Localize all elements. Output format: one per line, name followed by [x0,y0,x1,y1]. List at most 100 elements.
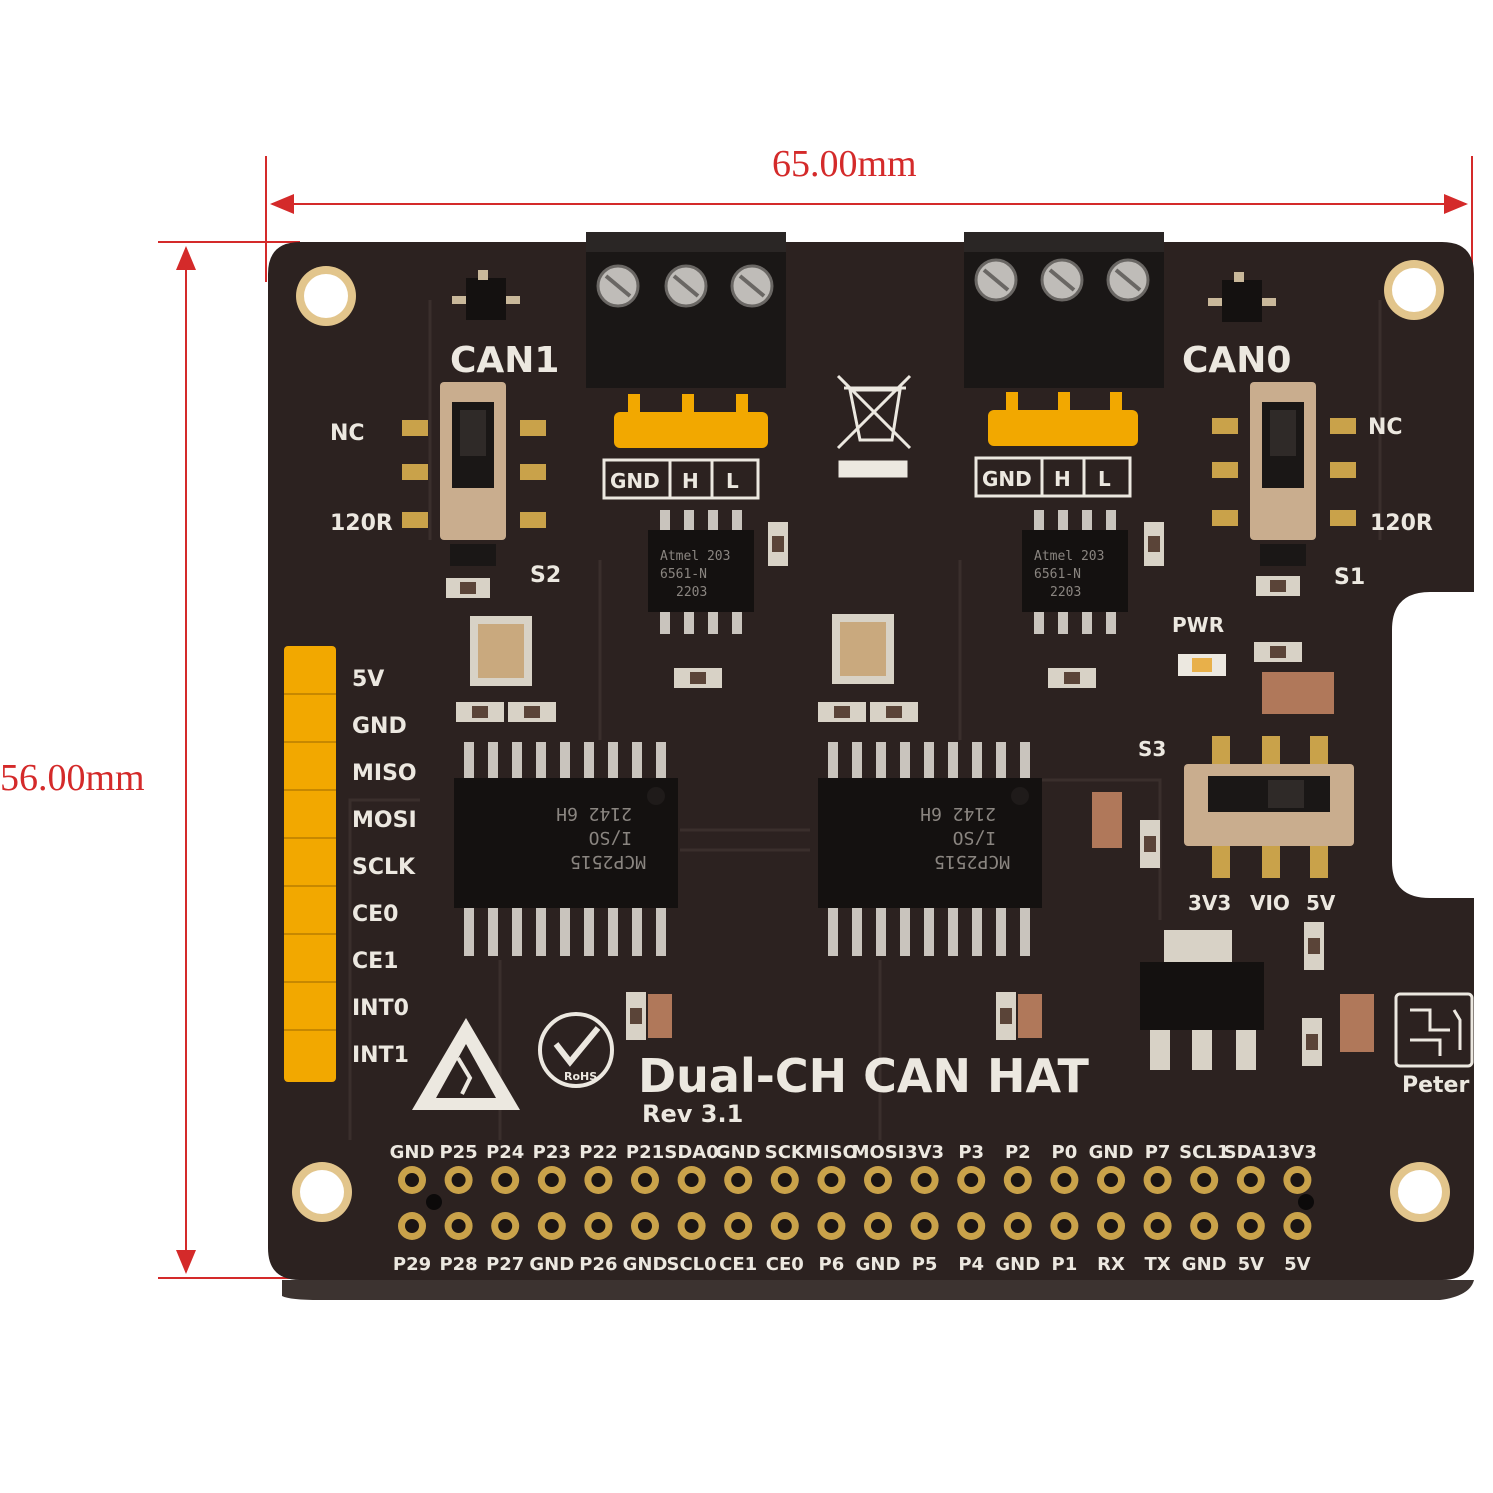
gpio-pad [491,1166,520,1194]
gpio-pad [537,1166,566,1194]
gpio-top-label: SDA0 [664,1142,718,1163]
svg-text:6561-N: 6561-N [660,567,707,582]
gpio-pad [770,1212,799,1240]
side-header-labels: 5V GND MISO MOSI SCLK CE0 CE1 INT0 INT1 [352,667,417,1068]
gpio-pad [910,1212,939,1240]
gpio-pad [584,1212,613,1240]
gpio-top-label: MISO [805,1142,858,1163]
side-label-int0: INT0 [352,996,409,1021]
can1-gnd-label: GND [610,469,660,493]
gpio-pad [957,1166,986,1194]
gpio-pad [770,1166,799,1194]
voltage-select-switch-s3 [1184,736,1354,878]
svg-text:MCP2515: MCP2515 [570,851,646,872]
gpio-top-label: GND [1089,1142,1134,1163]
gpio-pad [864,1212,892,1240]
gpio-pad [1050,1212,1079,1240]
mounting-holes [292,260,1450,1222]
transceiver-can1: Atmel 203 6561-N 2203 [648,510,754,634]
gpio-pad [398,1166,426,1194]
gpio-top-label: P25 [439,1142,477,1163]
gpio-pad [398,1212,426,1240]
gpio-top-label: SDA1 [1224,1142,1278,1163]
gpio-bottom-label: GND [1182,1254,1227,1275]
esd-warning-icon [412,1018,520,1110]
dimension-lines [158,156,1473,1279]
can0-h-label: H [1054,467,1071,491]
gpio-bottom-label: P27 [486,1254,524,1275]
designer-logo [1394,992,1474,1068]
gpio-pad [677,1166,706,1194]
gpio-bottom-label: SCL0 [667,1254,717,1275]
gpio-pad [1143,1212,1172,1240]
gpio-pad [1236,1212,1265,1240]
mounting-hole-tr [1384,260,1444,320]
gpio-pad [584,1166,613,1194]
gpio-pad [631,1212,659,1240]
svg-text:I/SO: I/SO [589,827,632,848]
gpio-header-pads [398,1166,1312,1240]
gpio-bottom-label: P29 [393,1254,431,1275]
mounting-hole-bl [292,1162,352,1222]
gpio-bottom-label: GND [529,1254,574,1275]
side-label-ce1: CE1 [352,949,398,974]
gpio-pad [910,1166,939,1194]
gpio-bottom-label: P1 [1052,1254,1078,1275]
can1-l-label: L [726,469,739,493]
can0-jumper [988,392,1138,446]
side-label-miso: MISO [352,761,417,786]
gpio-pad [724,1212,753,1240]
logo-text: Peter [1402,1073,1469,1098]
gpio-pad [724,1166,753,1194]
pwr-label: PWR [1172,613,1224,637]
terminal-block-can0 [964,232,1164,388]
gpio-bottom-label: GND [995,1254,1040,1275]
gpio-pad [1097,1166,1125,1194]
svg-text:6561-N: 6561-N [1034,567,1081,582]
svg-text:2203: 2203 [676,585,707,600]
width-dimension-label: 65.00mm [772,143,917,185]
s1-120r-label: 120R [1370,511,1433,536]
height-dimension-label: 56.00mm [0,757,145,799]
can-controller-1: MCP2515 I/SO 2142 6H [454,742,678,956]
voltage-regulator [1140,930,1264,1070]
gpio-pad [1050,1166,1079,1194]
can-controller-2: MCP2515 I/SO 2142 6H [818,742,1042,956]
gpio-pad [1283,1212,1312,1240]
can1-label: CAN1 [450,340,559,381]
opt-3v3-label: 3V3 [1188,891,1231,915]
s2-label: S2 [530,563,561,588]
gpio-pad [1190,1166,1219,1194]
gpio-pad [631,1166,659,1194]
svg-text:2203: 2203 [1050,585,1081,600]
weee-bin-icon [836,374,912,478]
gpio-pad [1283,1166,1312,1194]
gpio-pad [444,1166,473,1194]
gpio-top-label: P24 [486,1142,524,1163]
gpio-pad [957,1212,986,1240]
gpio-top-label: 3V3 [1278,1142,1317,1163]
gpio-bottom-label: CE1 [719,1254,757,1275]
s2-120r-label: 120R [330,511,393,536]
transceiver-can0: Atmel 203 6561-N 2203 [1022,510,1128,634]
opt-5v-label: 5V [1306,891,1336,915]
mounting-hole-tl [296,266,356,326]
gpio-top-label: SCL1 [1179,1142,1229,1163]
svg-text:Atmel 203: Atmel 203 [660,549,730,564]
gpio-top-label: P22 [579,1142,617,1163]
crystal-1 [470,616,532,686]
gpio-pad [1003,1212,1032,1240]
gpio-bottom-label: 5V [1238,1254,1265,1275]
gpio-pad [537,1212,566,1240]
gpio-bottom-label: P4 [958,1254,984,1275]
can0-l-label: L [1098,467,1111,491]
board-title: Dual-CH CAN HAT [638,1049,1090,1103]
gpio-top-label: MOSI [852,1142,905,1163]
crystal-2 [832,614,894,684]
gpio-bottom-label: TX [1145,1254,1171,1275]
gpio-pad [1190,1212,1219,1240]
